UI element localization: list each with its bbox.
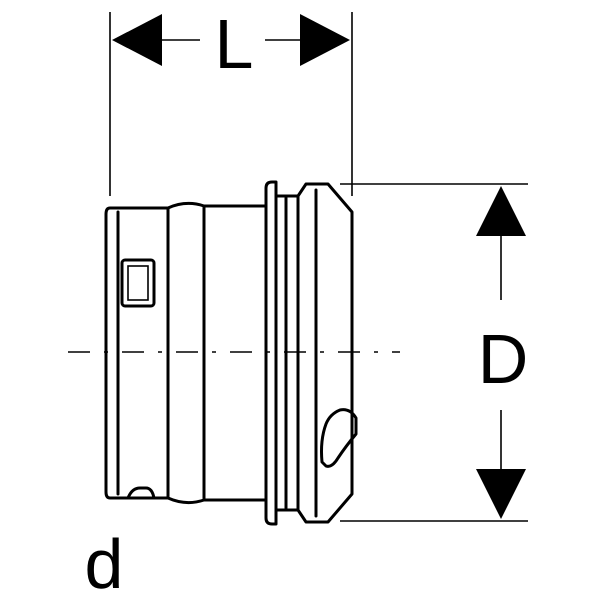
press-ring-outline — [166, 201, 206, 505]
pipe-sleeve-outline — [104, 206, 170, 500]
length-arrow-right — [300, 14, 350, 66]
length-arrow-left — [112, 14, 162, 66]
inspection-window — [120, 258, 156, 308]
diameter-dimension-arrows — [476, 186, 526, 519]
diameter-arrow-bottom — [476, 469, 526, 519]
length-dimension-arrows — [112, 14, 350, 66]
sleeve-bottom-notch — [126, 486, 156, 500]
pipe-diameter-label: d — [85, 525, 124, 600]
main-body-outline — [202, 204, 268, 502]
diameter-label: D — [478, 320, 529, 398]
groove-outline — [274, 194, 300, 512]
end-cap-outline — [296, 182, 354, 524]
fitting-body — [104, 180, 358, 526]
length-label: L — [215, 5, 254, 83]
collar-outline — [264, 180, 278, 526]
diameter-arrow-top — [476, 186, 526, 236]
inspection-window-inner — [127, 265, 149, 301]
cap-hook — [320, 408, 358, 468]
